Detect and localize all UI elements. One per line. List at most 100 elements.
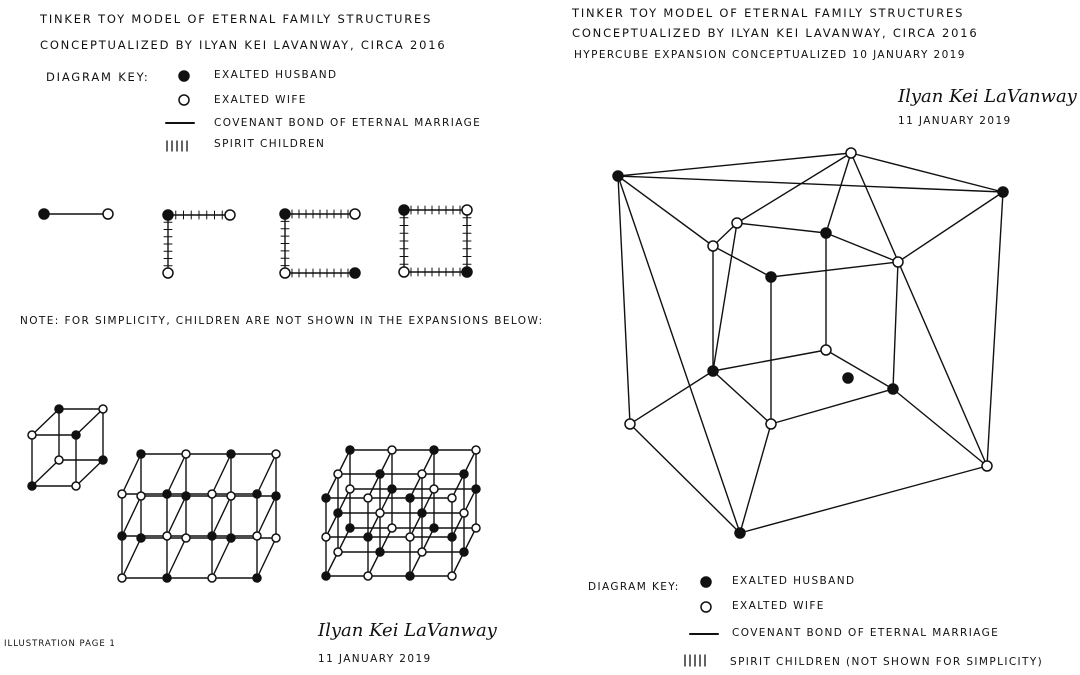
- husband-dot: [333, 508, 343, 518]
- husband-dot: [178, 70, 190, 82]
- wife-dot: [162, 267, 174, 279]
- lattice-edge: [75, 408, 104, 436]
- wife-dot: [54, 455, 64, 465]
- hypercube-edge: [629, 370, 714, 425]
- wife-dot: [398, 266, 410, 278]
- wife-dot: [71, 481, 81, 491]
- wife-dot: [207, 489, 217, 499]
- husband-dot: [405, 571, 415, 581]
- lattice-edge: [211, 537, 232, 579]
- lattice-edge: [256, 537, 277, 579]
- wife-dot: [471, 523, 481, 533]
- wife-dot: [136, 491, 146, 501]
- husband-dot: [271, 491, 281, 501]
- right-key-bond-label: Covenant bond of eternal marriage: [732, 627, 1000, 639]
- husband-dot: [345, 523, 355, 533]
- husband-dot: [447, 532, 457, 542]
- wife-dot: [892, 256, 904, 268]
- husband-dot: [997, 186, 1009, 198]
- right-signature: Ilyan Kei LaVanway: [898, 86, 1077, 107]
- hypercube-edge: [825, 232, 899, 263]
- wife-dot: [321, 532, 331, 542]
- husband-dot: [321, 571, 331, 581]
- husband-dot: [321, 493, 331, 503]
- husband-dot: [98, 455, 108, 465]
- husband-dot: [471, 484, 481, 494]
- hypercube-edge: [617, 152, 852, 177]
- husband-dot: [820, 227, 832, 239]
- left-key-bond-label: Covenant bond of eternal marriage: [214, 117, 482, 129]
- hypercube-edge: [629, 423, 741, 534]
- wife-dot: [820, 344, 832, 356]
- wife-dot: [178, 94, 190, 106]
- wife-dot: [447, 571, 457, 581]
- husband-dot: [387, 484, 397, 494]
- hypercube-edge: [850, 152, 1004, 193]
- hypercube-edge: [897, 191, 1004, 263]
- wife-dot: [226, 491, 236, 501]
- wife-dot: [27, 430, 37, 440]
- left-date: 11 January 2019: [318, 653, 432, 665]
- wife-dot: [117, 489, 127, 499]
- wife-dot: [459, 508, 469, 518]
- wife-dot: [333, 547, 343, 557]
- lattice-edge: [75, 459, 104, 487]
- left-key-children-label: Spirit children: [214, 138, 326, 150]
- right-subtitle: Conceptualized by Ilyan Kei Lavanway, ci…: [572, 26, 979, 40]
- husband-dot: [375, 469, 385, 479]
- husband-dot: [842, 372, 854, 384]
- wife-dot: [731, 217, 743, 229]
- wife-dot: [417, 469, 427, 479]
- husband-dot: [27, 481, 37, 491]
- wife-dot: [102, 208, 114, 220]
- husband-dot: [349, 267, 361, 279]
- left-subtitle: Conceptualized by Ilyan Kei Lavanway, ci…: [40, 38, 447, 52]
- lattice-edge: [166, 495, 187, 537]
- husband-dot: [612, 170, 624, 182]
- husband-dot: [162, 489, 172, 499]
- hypercube-edge: [712, 245, 772, 278]
- wife-dot: [845, 147, 857, 159]
- hypercube-edge: [712, 349, 827, 372]
- wife-dot: [207, 573, 217, 583]
- husband-dot: [162, 209, 174, 221]
- wife-dot: [447, 493, 457, 503]
- husband-dot: [429, 445, 439, 455]
- wife-dot: [271, 449, 281, 459]
- husband-dot: [375, 547, 385, 557]
- wife-dot: [765, 418, 777, 430]
- husband-dot: [54, 404, 64, 414]
- hypercube-edge: [850, 152, 988, 467]
- wife-dot: [429, 484, 439, 494]
- wife-dot: [345, 484, 355, 494]
- hypercube-edge: [712, 222, 738, 372]
- wife-dot: [707, 240, 719, 252]
- hypercube-edge: [739, 423, 772, 534]
- right-key-label: Diagram key:: [588, 581, 680, 593]
- husband-dot: [461, 266, 473, 278]
- husband-dot: [279, 208, 291, 220]
- hypercube-edge: [892, 261, 899, 390]
- wife-dot: [624, 418, 636, 430]
- hypercube-edge: [825, 152, 852, 234]
- wife-dot: [279, 267, 291, 279]
- husband-dot: [345, 445, 355, 455]
- right-key-wife-label: Exalted wife: [732, 600, 825, 612]
- wife-dot: [700, 601, 712, 613]
- husband-dot: [252, 573, 262, 583]
- husband-dot: [136, 533, 146, 543]
- page-label: Illustration page 1: [4, 639, 116, 649]
- wife-dot: [363, 571, 373, 581]
- wife-dot: [252, 531, 262, 541]
- hypercube-edge: [892, 388, 988, 467]
- right-key-husband-label: Exalted husband: [732, 575, 856, 587]
- wife-dot: [375, 508, 385, 518]
- husband-dot: [405, 493, 415, 503]
- left-key-label: Diagram key:: [46, 70, 150, 84]
- hypercube-edge: [770, 388, 894, 425]
- wife-dot: [162, 531, 172, 541]
- hypercube-edge: [617, 175, 741, 534]
- hypercube-edge: [825, 349, 894, 390]
- right-expansion-note: Hypercube expansion conceptualized 10 Ja…: [574, 49, 966, 61]
